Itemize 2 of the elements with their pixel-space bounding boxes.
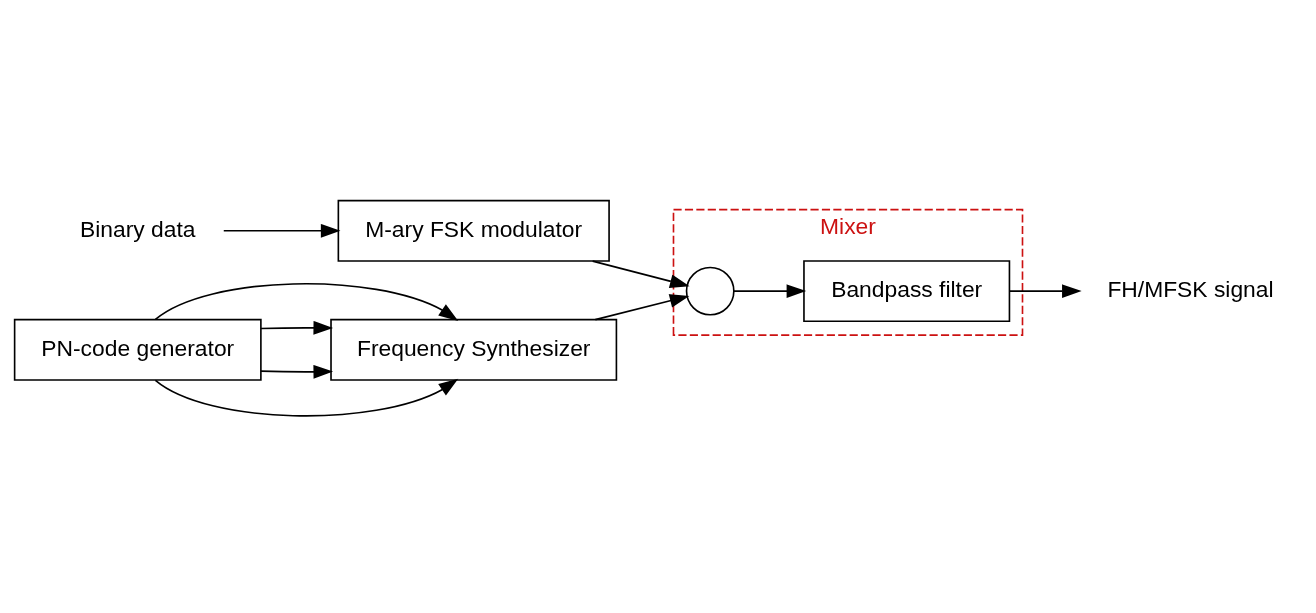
node-text: FH/MFSK signal	[1107, 276, 1274, 303]
node-text: Binary data	[80, 215, 196, 242]
